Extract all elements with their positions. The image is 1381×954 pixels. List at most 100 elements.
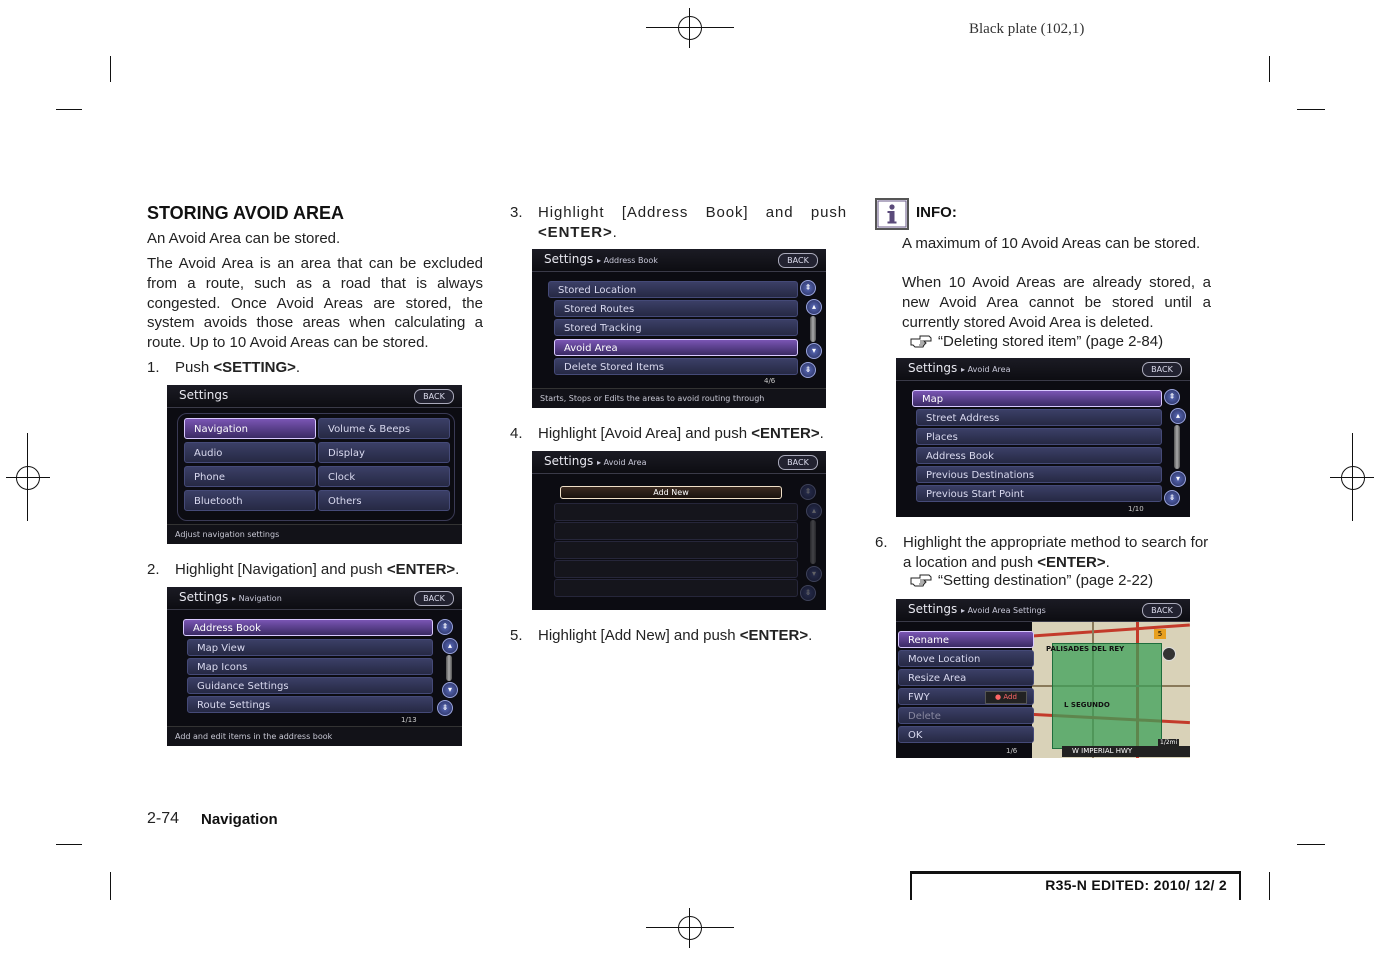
- page-down-icon[interactable]: ⇟: [800, 362, 816, 378]
- menu-item-navigation[interactable]: Navigation: [184, 418, 316, 439]
- menu-item-ok[interactable]: OK: [898, 726, 1034, 743]
- info-label: INFO:: [916, 204, 957, 221]
- page-up-icon[interactable]: ⇞: [437, 619, 453, 635]
- back-button[interactable]: BACK: [778, 455, 818, 470]
- list-item-delete-stored-items[interactable]: Delete Stored Items: [554, 358, 798, 375]
- menu-item-audio[interactable]: Audio: [184, 442, 316, 463]
- back-button[interactable]: BACK: [414, 389, 454, 404]
- menu-item-delete[interactable]: Delete: [898, 707, 1034, 724]
- back-button[interactable]: BACK: [1142, 603, 1182, 618]
- page-counter: 1/13: [401, 716, 417, 724]
- list-item-map-view[interactable]: Map View: [187, 639, 433, 656]
- list-item-address-book[interactable]: Address Book: [183, 619, 433, 636]
- avoid-area-region[interactable]: [1052, 643, 1162, 749]
- page-up-icon[interactable]: ⇞: [1164, 389, 1180, 405]
- step-4: 4. Highlight [Avoid Area] and push <ENTE…: [510, 425, 824, 442]
- list-item-map[interactable]: Map: [912, 390, 1162, 407]
- list-item-map-icons[interactable]: Map Icons: [187, 658, 433, 675]
- list-item-stored-location[interactable]: Stored Location: [548, 281, 798, 298]
- menu-item-resize-area[interactable]: Resize Area: [898, 669, 1034, 686]
- menu-item-clock[interactable]: Clock: [318, 466, 450, 487]
- scroll-up-icon[interactable]: ▴: [1170, 408, 1186, 424]
- fwy-add-toggle[interactable]: ● Add: [985, 691, 1027, 704]
- menu-item-fwy[interactable]: FWY ● Add: [898, 688, 1034, 705]
- page-number: 2-74: [147, 810, 180, 827]
- empty-slot: [554, 522, 798, 540]
- menu-item-others[interactable]: Others: [318, 490, 450, 511]
- empty-slot: [554, 541, 798, 559]
- add-new-button[interactable]: Add New: [560, 486, 782, 499]
- map-label-palisades: PALISADES DEL REY: [1046, 645, 1125, 653]
- screen-subtitle: Avoid Area Settings: [967, 606, 1046, 615]
- status-bar: Adjust navigation settings: [167, 524, 462, 544]
- list-item-previous-destinations[interactable]: Previous Destinations: [916, 466, 1162, 483]
- map-label-segundo: L SEGUNDO: [1064, 701, 1110, 709]
- scroll-up-icon[interactable]: ▴: [806, 503, 822, 519]
- page-up-icon[interactable]: ⇞: [800, 280, 816, 296]
- step-2: 2. Highlight [Navigation] and push <ENTE…: [147, 561, 460, 578]
- cross-reference-1[interactable]: “Deleting stored item” (page 2-84): [910, 333, 1163, 350]
- menu-item-phone[interactable]: Phone: [184, 466, 316, 487]
- cross-reference-2[interactable]: “Setting destination” (page 2-22): [910, 572, 1153, 589]
- scroll-down-icon[interactable]: ▾: [806, 566, 822, 582]
- scrollbar[interactable]: [446, 655, 452, 681]
- menu-item-move-location[interactable]: Move Location: [898, 650, 1034, 667]
- scroll-up-icon[interactable]: ▴: [442, 638, 458, 654]
- scrollbar[interactable]: [810, 520, 816, 564]
- back-button[interactable]: BACK: [414, 591, 454, 606]
- step-6: 6. Highlight the appropriate method to s…: [875, 534, 1209, 571]
- list-item-address-book[interactable]: Address Book: [916, 447, 1162, 464]
- edited-stamp-box: R35-N EDITED: 2010/ 12/ 2: [910, 871, 1241, 900]
- page-down-icon[interactable]: ⇟: [437, 700, 453, 716]
- page-down-icon[interactable]: ⇟: [1164, 490, 1180, 506]
- list-item-places[interactable]: Places: [916, 428, 1162, 445]
- zoom-out-icon[interactable]: [1162, 647, 1176, 661]
- section-name: Navigation: [201, 811, 278, 828]
- screen-subtitle: Avoid Area: [603, 458, 647, 467]
- status-bar: Add and edit items in the address book: [167, 726, 462, 746]
- menu-item-rename[interactable]: Rename: [898, 631, 1034, 648]
- empty-slot: [554, 560, 798, 578]
- step-5: 5. Highlight [Add New] and push <ENTER>.: [510, 627, 813, 644]
- back-button[interactable]: BACK: [778, 253, 818, 268]
- pointing-hand-icon: [910, 335, 932, 348]
- map-view[interactable]: PALISADES DEL REY L SEGUNDO 5 1/2mi W IM…: [1032, 621, 1190, 758]
- status-bar: Starts, Stops or Edits the areas to avoi…: [532, 388, 826, 408]
- screen-title: Settings: [544, 454, 594, 468]
- scroll-up-icon[interactable]: ▴: [806, 299, 822, 315]
- page-up-icon[interactable]: ⇞: [800, 484, 816, 500]
- list-item-route-settings[interactable]: Route Settings: [187, 696, 433, 713]
- avoid-area-method-screen: Settings ▸ Avoid Area BACK Map Street Ad…: [896, 358, 1190, 517]
- scroll-down-icon[interactable]: ▾: [1170, 471, 1186, 487]
- list-item-street-address[interactable]: Street Address: [916, 409, 1162, 426]
- list-item-stored-tracking[interactable]: Stored Tracking: [554, 319, 798, 336]
- avoid-area-settings-screen: PALISADES DEL REY L SEGUNDO 5 1/2mi W IM…: [896, 599, 1190, 758]
- page-counter: 1/10: [1128, 505, 1144, 513]
- list-item-avoid-area[interactable]: Avoid Area: [554, 339, 798, 356]
- menu-item-display[interactable]: Display: [318, 442, 450, 463]
- step-3: 3. Highlight [Address Book] and push <EN…: [510, 204, 847, 241]
- menu-item-bluetooth[interactable]: Bluetooth: [184, 490, 316, 511]
- scrollbar[interactable]: [810, 316, 816, 342]
- empty-slot: [554, 579, 798, 597]
- edited-stamp: R35-N EDITED: 2010/ 12/ 2: [1045, 877, 1227, 893]
- page-down-icon[interactable]: ⇟: [800, 585, 816, 601]
- list-item-stored-routes[interactable]: Stored Routes: [554, 300, 798, 317]
- scroll-down-icon[interactable]: ▾: [442, 682, 458, 698]
- screen-subtitle: Navigation: [238, 594, 282, 603]
- section-heading: STORING AVOID AREA: [147, 203, 345, 223]
- menu-item-volume-beeps[interactable]: Volume & Beeps: [318, 418, 450, 439]
- list-item-previous-start-point[interactable]: Previous Start Point: [916, 485, 1162, 502]
- scroll-down-icon[interactable]: ▾: [806, 343, 822, 359]
- back-button[interactable]: BACK: [1142, 362, 1182, 377]
- scrollbar[interactable]: [1174, 425, 1180, 469]
- list-item-guidance-settings[interactable]: Guidance Settings: [187, 677, 433, 694]
- info-icon: [875, 198, 909, 230]
- screen-subtitle: Address Book: [603, 256, 658, 265]
- info-paragraph-2: When 10 Avoid Areas are already stored, …: [902, 274, 1211, 331]
- info-paragraph-1: A maximum of 10 Avoid Areas can be store…: [902, 235, 1201, 252]
- address-book-screen: Settings ▸ Address Book BACK Stored Loca…: [532, 249, 826, 408]
- intro-paragraph: An Avoid Area can be stored.: [147, 230, 341, 247]
- empty-slot: [554, 503, 798, 521]
- settings-screen: Settings BACK Navigation Audio Phone Blu…: [167, 385, 462, 544]
